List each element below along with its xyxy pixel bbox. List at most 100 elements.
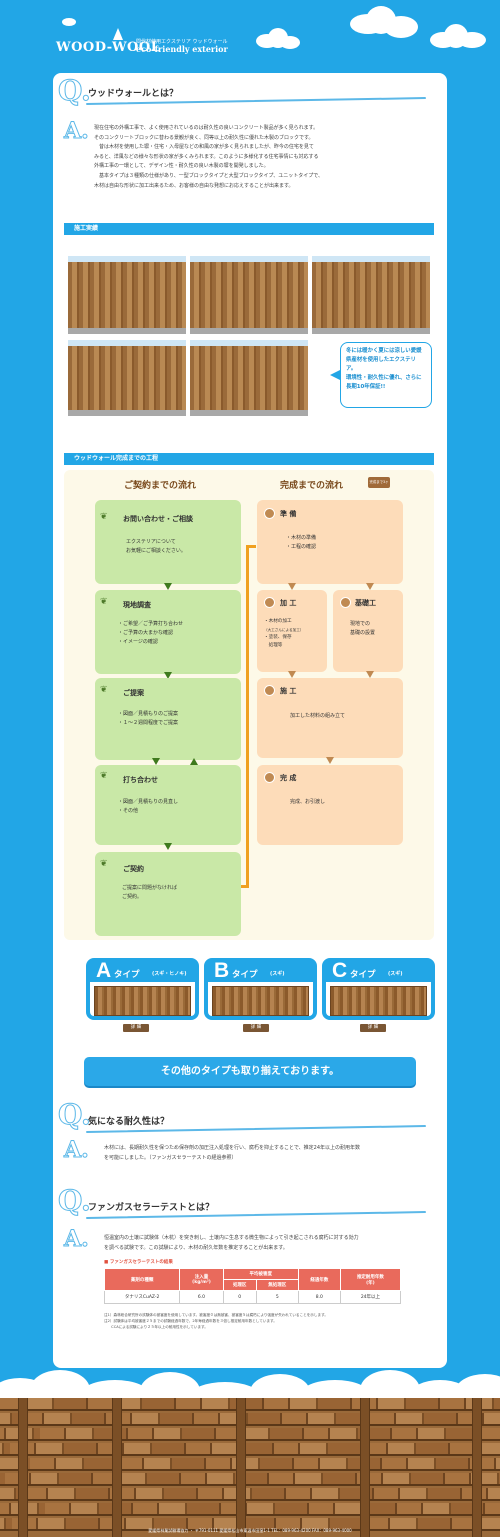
step-title: 完 成	[280, 774, 297, 782]
flow-connector	[241, 885, 248, 888]
type-letter: A	[96, 959, 112, 982]
step-text: 完成、お引渡し	[290, 799, 326, 805]
feature-bubble: 冬には暖かく夏には涼しい愛媛 県産材を使用したエクステリア。 環境性・耐久性に優…	[340, 342, 432, 408]
flow-arrow-icon	[366, 583, 374, 590]
answer-mark-icon: A.	[64, 118, 90, 145]
flow-arrow-icon	[366, 671, 374, 678]
step-text: 現地での 基礎の設置	[350, 621, 376, 636]
type-subtitle: (スギ・ヒノキ)	[152, 971, 187, 977]
type-b-detail-button[interactable]: 詳 細	[243, 1024, 269, 1032]
wood-wall-footer	[0, 1398, 500, 1537]
step-text: ・木材の準備 ・工程の確認	[286, 535, 317, 550]
type-subtitle: (スギ)	[388, 971, 403, 977]
type-b-image	[212, 986, 309, 1016]
type-a-detail-button[interactable]: 詳 細	[123, 1024, 149, 1032]
step-title: 施 工	[280, 687, 297, 695]
type-header: B タイプ (スギ)	[208, 959, 313, 982]
cloud-decoration	[458, 32, 486, 48]
test-table-title: ■ ファンガスセラーテストの結果	[104, 1260, 173, 1265]
results-section-header: 施工実績	[64, 223, 434, 235]
step-complete	[257, 765, 403, 845]
type-b-card[interactable]: B タイプ (スギ)	[204, 958, 317, 1020]
table-row: タナリスCuAZ-2 6.0 0 5 8.0 24年以上	[103, 1290, 402, 1304]
type-header: A タイプ (スギ・ヒノキ)	[90, 959, 195, 982]
table-header: 処理区	[222, 1279, 257, 1291]
step-meeting	[95, 765, 241, 845]
table-cell: 5	[255, 1290, 299, 1304]
table-header: 注入量(kg/m³)	[179, 1268, 224, 1291]
step-title: 現地調査	[123, 601, 151, 609]
result-photo[interactable]	[312, 256, 430, 334]
type-a-card[interactable]: A タイプ (スギ・ヒノキ)	[86, 958, 199, 1020]
step-text: ・ご希望／ご予算打ち合わせ ・ご予算の大まかな確認 ・イメージの確認	[118, 621, 184, 645]
type-name: タイプ	[114, 970, 140, 980]
q1-title: ウッドウォールとは？	[88, 89, 179, 99]
step-text: ・木材の加工 （大工さんによる加工） ・塗装、保存 処理等	[264, 619, 304, 648]
flow-arrow-icon	[164, 843, 172, 850]
leaf-icon: ❦	[100, 685, 108, 695]
wood-circle-icon	[264, 772, 275, 783]
question-mark-icon: Q.	[58, 74, 92, 108]
leaf-icon: ❦	[100, 771, 108, 781]
q2-title: 気になる耐久性は？	[88, 1117, 170, 1127]
step-text: ・図面／見積もりの見直し ・その他	[118, 799, 179, 814]
step-construction	[257, 678, 403, 758]
type-letter: B	[214, 959, 230, 982]
type-letter: C	[332, 959, 348, 982]
wood-circle-icon	[264, 685, 275, 696]
other-types-banner[interactable]: その他のタイプも取り揃えております。	[84, 1057, 416, 1086]
flow-connector	[246, 545, 256, 548]
logo-subtitle-en: eco-friendly exterior	[136, 44, 228, 54]
wood-circle-icon	[264, 508, 275, 519]
step-survey	[95, 590, 241, 674]
leaf-icon: ❦	[100, 859, 108, 869]
flow-arrow-icon	[326, 757, 334, 764]
cloud-decoration	[384, 16, 418, 38]
site-logo[interactable]: WOOD-WOOL	[56, 40, 161, 55]
step-text: エクステリアについて お気軽にご相談ください。	[126, 539, 186, 554]
table-cell: 0	[222, 1290, 257, 1304]
process-section-header: ウッドウォール完成までの工程	[64, 453, 434, 465]
table-header: 薬剤の種類	[103, 1268, 181, 1291]
cloud-decoration	[280, 36, 300, 49]
step-contract	[95, 852, 241, 936]
q3-answer: 恒温室内の土壌に試験体（木杭）を突き刺し、土壌内に生息する微生物によって引き起こ…	[104, 1235, 359, 1251]
q3-title: ファンガスセラーテストとは？	[88, 1203, 215, 1213]
result-photo[interactable]	[190, 256, 308, 334]
step-prep	[257, 500, 403, 584]
step-inquiry	[95, 500, 241, 584]
step-text: ・図面／見積もりのご提案 ・１～２週間程度でご提案	[118, 711, 179, 726]
flow-arrow-icon	[152, 758, 160, 765]
flow-arrow-icon	[288, 583, 296, 590]
step-proposal	[95, 678, 241, 760]
question-mark-icon: Q.	[58, 1184, 92, 1218]
type-c-detail-button[interactable]: 詳 細	[360, 1024, 386, 1032]
type-header: C タイプ (スギ)	[326, 959, 431, 982]
table-cell: 24年以上	[339, 1290, 402, 1304]
type-name: タイプ	[232, 970, 258, 980]
completion-flow-heading: 完成までの流れ	[280, 481, 344, 491]
answer-mark-icon: A.	[64, 1226, 90, 1253]
wood-circle-icon	[264, 597, 275, 608]
table-header: 平均被害度	[222, 1268, 299, 1280]
flow-arrow-icon	[164, 583, 172, 590]
table-cell: 8.0	[297, 1290, 341, 1304]
result-photo[interactable]	[190, 340, 308, 416]
step-title: 基礎工	[355, 599, 376, 607]
step-text: ご提案に問題がなければ ご契約。	[122, 885, 178, 900]
answer-mark-icon: A.	[64, 1137, 90, 1164]
leaf-icon: ❦	[100, 512, 108, 522]
bubble-tail	[330, 370, 340, 380]
wood-circle-icon	[340, 597, 351, 608]
result-photo[interactable]	[68, 340, 186, 416]
contract-flow-heading: ご契約までの流れ	[124, 481, 197, 491]
step-text: 加工した材料の組み立て	[290, 713, 346, 719]
result-photo[interactable]	[68, 256, 186, 334]
step-title: ご提案	[123, 689, 144, 697]
duration-badge: 完成まで3ヶ月	[368, 477, 390, 488]
leaf-icon: ❦	[100, 597, 108, 607]
step-title: お問い合わせ・ご相談	[123, 515, 193, 523]
type-c-card[interactable]: C タイプ (スギ)	[322, 958, 435, 1020]
table-notes: 注1）森林総合研究所の試験体の被害度を使用しています。被害度０は無被害、被害度５…	[104, 1313, 328, 1329]
type-name: タイプ	[350, 970, 376, 980]
